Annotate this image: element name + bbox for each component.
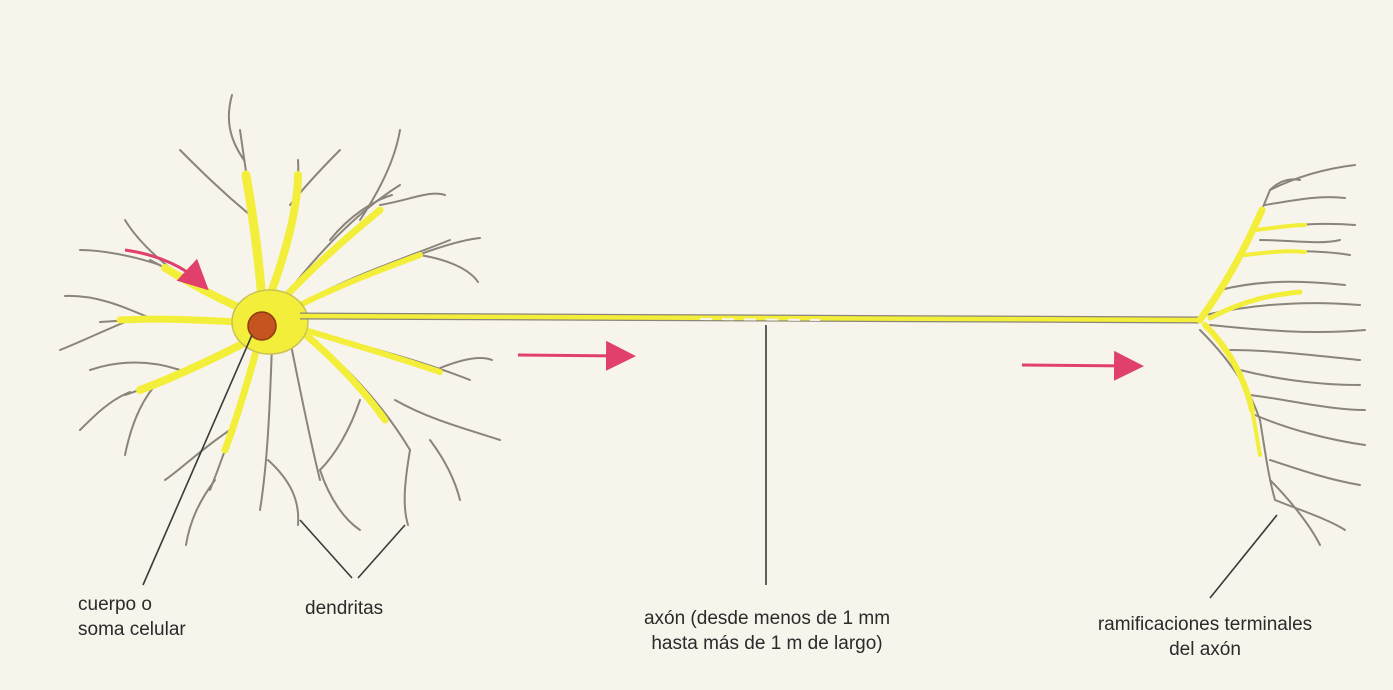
- terminals-label: ramificaciones terminales del axón: [1050, 612, 1360, 662]
- soma-label-line1: cuerpo o: [78, 592, 186, 617]
- axon-label-line2: hasta más de 1 m de largo): [586, 631, 948, 656]
- soma-leader-line: [143, 335, 252, 585]
- soma-label: cuerpo o soma celular: [78, 592, 186, 642]
- arrow-right-icon: [518, 355, 624, 356]
- arrow-right-icon: [1022, 365, 1132, 366]
- dendrites-leader-line-right: [358, 525, 405, 578]
- axon-terminal-cores: [1200, 210, 1305, 455]
- axon-label-line1: axón (desde menos de 1 mm: [586, 606, 948, 631]
- terminals-leader-line: [1210, 515, 1277, 598]
- axon: [300, 316, 1200, 320]
- terminals-label-line2: del axón: [1050, 637, 1360, 662]
- terminals-label-line1: ramificaciones terminales: [1050, 612, 1360, 637]
- soma: [232, 290, 308, 354]
- axon-terminal-branches: [1200, 165, 1365, 545]
- axon-label: axón (desde menos de 1 mm hasta más de 1…: [586, 606, 948, 656]
- soma-label-line2: soma celular: [78, 617, 186, 642]
- dendrites-leader-line-left: [300, 520, 352, 578]
- dendrites-label: dendritas: [305, 596, 383, 621]
